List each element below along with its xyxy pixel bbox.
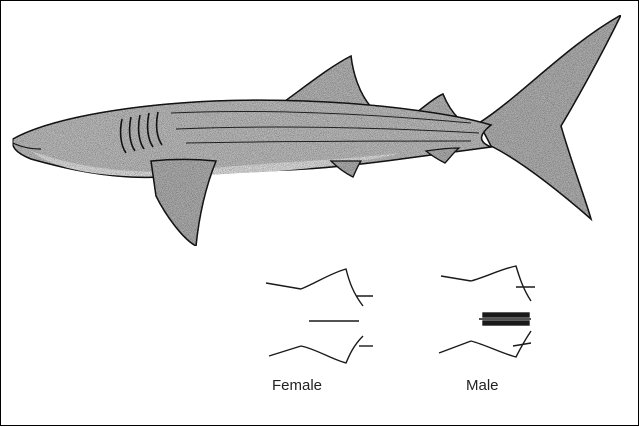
female-diagram (266, 269, 373, 363)
male-diagram (439, 266, 535, 357)
caudal-fin (479, 15, 621, 219)
male-label: Male (466, 377, 499, 394)
pelvic-fin (331, 161, 361, 177)
pectoral-fin (151, 160, 216, 247)
whale-shark-drawing (13, 15, 621, 246)
female-label: Female (272, 377, 322, 394)
first-dorsal-fin (281, 56, 371, 107)
